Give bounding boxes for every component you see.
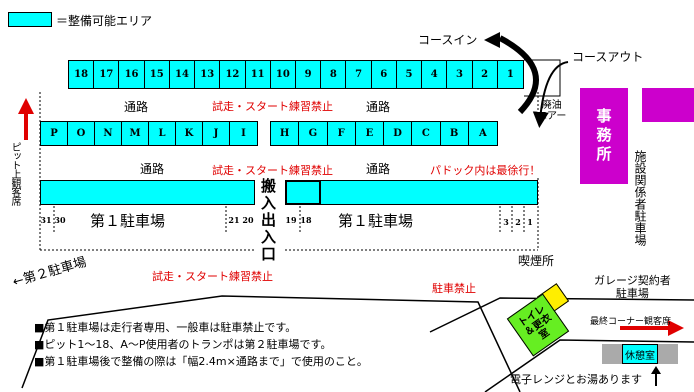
staff-parking-label: 施設関係者駐車場 xyxy=(633,150,647,246)
office-label: 事務所 xyxy=(594,107,613,165)
last-corner-label: 最終コーナー観客席 xyxy=(590,317,672,327)
pit-d: D xyxy=(384,122,413,145)
pit-5: 5 xyxy=(397,61,423,88)
pit-f: F xyxy=(328,122,356,145)
pit-m: M xyxy=(122,122,149,145)
pit-p: P xyxy=(41,122,68,145)
notes-list: ■第１駐車場は走行者専用、一般車は駐車禁止です。 ■ピット1～18、A～P使用者… xyxy=(34,319,368,370)
no-parking-label: 駐車禁止 xyxy=(432,282,476,295)
course-in-label: コースイン xyxy=(418,33,478,47)
pit-18: 18 xyxy=(69,61,95,88)
pit-12: 12 xyxy=(220,61,246,88)
lot1-right-box xyxy=(285,180,321,205)
smoking-label: 喫煙所 xyxy=(518,254,555,268)
slot-30: 30 xyxy=(54,215,66,225)
pit-i: I xyxy=(241,128,246,139)
entrance-label: 搬入出入口 xyxy=(259,178,277,263)
pit-7: 7 xyxy=(346,61,372,88)
pit-j: J xyxy=(203,122,230,145)
pit-15: 15 xyxy=(145,61,170,88)
lot1-title-left: 第１駐車場 xyxy=(90,212,166,230)
pit-o: O xyxy=(68,122,95,145)
slot-20: 20 xyxy=(242,215,254,225)
paddock-note: パドック内は最徐行！ xyxy=(430,164,541,177)
pit-17: 17 xyxy=(94,61,120,88)
slot-1: 1 xyxy=(527,217,533,227)
pit-10: 10 xyxy=(271,61,296,88)
office-annex xyxy=(642,88,694,122)
notes-area-outline xyxy=(21,295,521,392)
pit-g: G xyxy=(299,122,328,145)
pit-2: 2 xyxy=(473,61,498,88)
legend-label: ＝整備可能エリア xyxy=(56,14,153,28)
legend-swatch xyxy=(8,12,52,27)
aisle2-right: 通路 xyxy=(366,162,391,176)
slot-3: 3 xyxy=(503,217,509,227)
pit-a: A xyxy=(478,128,487,139)
office-building: 事務所 xyxy=(580,88,628,184)
pit-h: H xyxy=(271,122,300,145)
rest-room-label: 休憩室 xyxy=(625,350,655,362)
pit-13: 13 xyxy=(195,61,221,88)
slot-21: 21 xyxy=(228,215,240,225)
pit-8: 8 xyxy=(321,61,347,88)
pit-viewing-label: ピット上観客席 xyxy=(9,142,20,205)
pit-l: L xyxy=(149,122,176,145)
pit-1: 1 xyxy=(506,69,514,80)
aisle1-no-practice: 試走・スタート練習禁止 xyxy=(212,100,333,113)
aisle1-right: 通路 xyxy=(366,100,391,114)
pit-c: C xyxy=(412,122,441,145)
lot1-right-area xyxy=(285,180,538,205)
pit-e: E xyxy=(356,122,384,145)
rest-room: 休憩室 xyxy=(622,344,658,364)
pit-11: 11 xyxy=(246,61,271,88)
aisle1-left: 通路 xyxy=(124,100,149,114)
microwave-label: 電子レンジとお湯あります xyxy=(510,373,642,386)
course-out-label: コースアウト xyxy=(572,50,644,64)
pit-k: K xyxy=(176,122,203,145)
pit-16: 16 xyxy=(119,61,145,88)
course-out-arrow xyxy=(532,61,569,128)
aisle2-left: 通路 xyxy=(140,162,165,176)
course-swoop xyxy=(498,35,539,115)
bottom-no-practice: 試走・スタート練習禁止 xyxy=(152,270,273,283)
pit-9: 9 xyxy=(296,61,322,88)
garage-parking-label: ガレージ契約者駐車場 xyxy=(594,274,671,300)
note-2: ■ピット1～18、A～P使用者のトランポは第２駐車場です。 xyxy=(34,338,332,351)
waste-oil-label: 廃油エアー xyxy=(537,100,567,122)
pit-14: 14 xyxy=(170,61,196,88)
slot-19: 19 xyxy=(285,215,297,225)
slot-2: 2 xyxy=(515,217,521,227)
aisle2-no-practice: 試走・スタート練習禁止 xyxy=(212,164,333,177)
lot1-left-area xyxy=(40,180,255,205)
pit-n: N xyxy=(95,122,122,145)
slot-18: 18 xyxy=(300,215,312,225)
pit-6: 6 xyxy=(372,61,397,88)
note-3: ■第１駐車場後で整備の際は「幅2.4m×通路まで」で使用のこと。 xyxy=(34,355,368,368)
pit-b: B xyxy=(441,122,469,145)
slot-31: 31 xyxy=(40,215,52,225)
note-1: ■第１駐車場は走行者専用、一般車は駐車禁止です。 xyxy=(34,321,297,334)
pit-4: 4 xyxy=(422,61,448,88)
pit-3: 3 xyxy=(447,61,473,88)
lot1-title-right: 第１駐車場 xyxy=(338,212,414,230)
